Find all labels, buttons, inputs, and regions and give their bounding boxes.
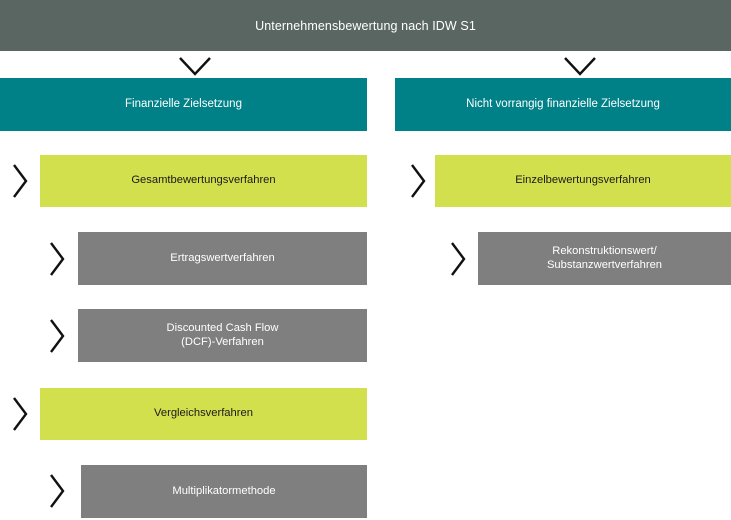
- chevron-right-icon-multiplikatormethode: [48, 472, 66, 510]
- chevron-down-icon-financial: [178, 55, 212, 77]
- node-dcf-verfahren[interactable]: Discounted Cash Flow (DCF)-Verfahren: [78, 309, 367, 362]
- chevron-right-icon-einzelbewertungsverfahren: [409, 162, 427, 200]
- node-multiplikatormethode[interactable]: Multiplikatormethode: [81, 465, 367, 518]
- node-vergleichsverfahren[interactable]: Vergleichsverfahren: [40, 388, 367, 440]
- column-heading-non-financial[interactable]: Nicht vorrangig finanzielle Zielsetzung: [395, 78, 731, 131]
- node-ertragswertverfahren[interactable]: Ertragswertverfahren: [78, 232, 367, 285]
- page-title: Unternehmensbewertung nach IDW S1: [255, 18, 476, 33]
- node-rekonstruktionswert[interactable]: Rekonstruktionswert/ Substanzwertverfahr…: [478, 232, 731, 285]
- node-einzelbewertungsverfahren[interactable]: Einzelbewertungsverfahren: [435, 155, 731, 207]
- chevron-right-icon-gesamtbewertungsverfahren: [11, 162, 29, 200]
- chevron-right-icon-vergleichsverfahren: [11, 395, 29, 433]
- chevron-right-icon-dcf-verfahren: [48, 317, 66, 355]
- chevron-down-icon-non-financial: [563, 55, 597, 77]
- column-heading-financial[interactable]: Finanzielle Zielsetzung: [0, 78, 367, 131]
- diagram-header: Unternehmensbewertung nach IDW S1: [0, 0, 731, 51]
- node-gesamtbewertungsverfahren[interactable]: Gesamtbewertungsverfahren: [40, 155, 367, 207]
- chevron-right-icon-ertragswertverfahren: [48, 240, 66, 278]
- chevron-right-icon-rekonstruktionswert: [449, 240, 467, 278]
